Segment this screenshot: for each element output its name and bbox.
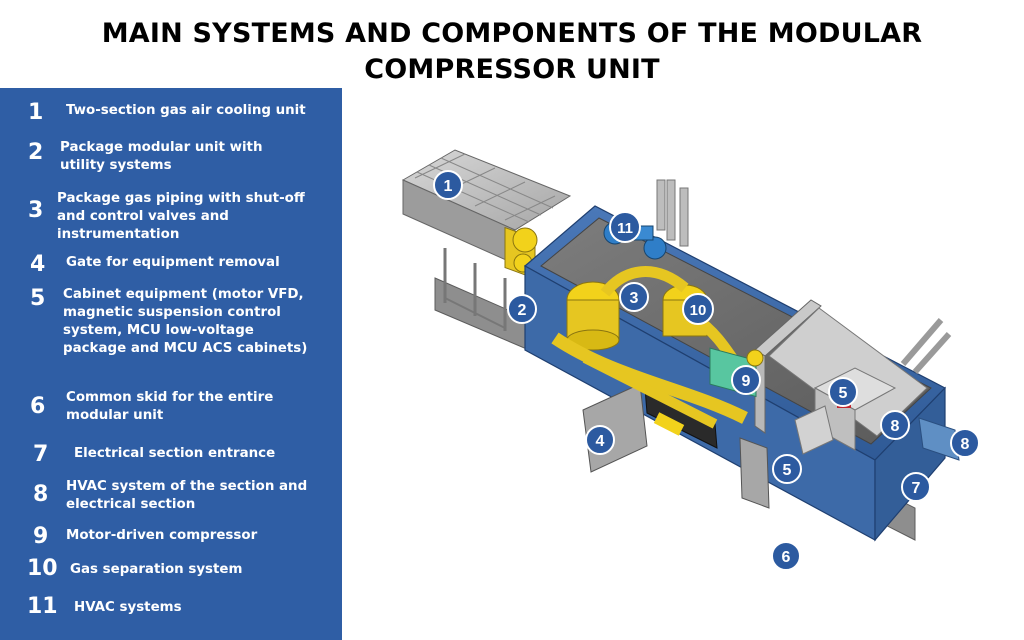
marker-label: 10 <box>690 302 707 319</box>
legend-text: Electrical section entrance <box>74 445 275 463</box>
legend-number: 10 <box>27 556 58 581</box>
legend-number: 6 <box>30 394 46 419</box>
legend-line: Cabinet equipment (motor VFD, <box>63 287 304 302</box>
legend-line: Package modular unit with <box>60 140 263 155</box>
marker-label: 8 <box>891 418 900 435</box>
title-line-1: MAIN SYSTEMS AND COMPONENTS OF THE MODUL… <box>101 18 923 49</box>
legend-number: 1 <box>28 100 44 125</box>
legend-text: Package gas piping with shut-off and con… <box>57 190 305 244</box>
marker-10: 10 <box>682 293 714 325</box>
marker-label: 3 <box>630 290 639 307</box>
legend-line: modular unit <box>66 408 164 423</box>
legend-text: Common skid for the entire modular unit <box>66 389 273 425</box>
legend-number: 11 <box>27 594 58 619</box>
legend-line: Two-section gas air cooling unit <box>66 103 306 118</box>
legend-text: Cabinet equipment (motor VFD, magnetic s… <box>63 286 307 358</box>
legend-line: system, MCU low-voltage <box>63 323 254 338</box>
legend-line: electrical section <box>66 497 196 512</box>
marker-label: 8 <box>961 436 970 453</box>
legend-line: magnetic suspension control <box>63 305 281 320</box>
marker-4: 4 <box>585 425 615 455</box>
title-line-2: COMPRESSOR UNIT <box>364 54 660 85</box>
page-title: MAIN SYSTEMS AND COMPONENTS OF THE MODUL… <box>40 16 984 88</box>
legend-line: Gate for equipment removal <box>66 255 280 270</box>
marker-8-cabinet: 8 <box>880 410 910 440</box>
legend-panel: 1 Two-section gas air cooling unit 2 Pac… <box>0 88 342 640</box>
legend-number: 3 <box>28 198 44 223</box>
legend-text: HVAC systems <box>74 599 182 617</box>
marker-8-outside: 8 <box>950 428 980 458</box>
legend-text: Two-section gas air cooling unit <box>66 102 306 120</box>
legend-line: instrumentation <box>57 227 180 242</box>
legend-line: HVAC system of the section and <box>66 479 308 494</box>
legend-line: Electrical section entrance <box>74 446 276 461</box>
marker-label: 4 <box>596 433 605 450</box>
legend-text: Motor-driven compressor <box>66 527 257 545</box>
marker-label: 7 <box>912 480 921 497</box>
legend-line: Gas separation system <box>70 562 243 577</box>
legend-text: HVAC system of the section and electrica… <box>66 478 307 514</box>
legend-line: Common skid for the entire <box>66 390 274 405</box>
marker-6: 6 <box>771 541 801 571</box>
legend-text: Gas separation system <box>70 561 242 579</box>
legend-line: Motor-driven compressor <box>66 528 258 543</box>
marker-label: 11 <box>617 220 633 237</box>
legend-number: 8 <box>33 482 49 507</box>
legend-number: 9 <box>33 524 49 549</box>
marker-7: 7 <box>901 472 931 502</box>
marker-label: 5 <box>783 462 792 479</box>
marker-label: 5 <box>839 385 848 402</box>
legend-number: 5 <box>30 286 46 311</box>
legend-number: 4 <box>30 252 46 277</box>
legend-text: Package modular unit with utility system… <box>60 139 262 175</box>
legend-line: utility systems <box>60 158 172 173</box>
marker-5-upper: 5 <box>828 377 858 407</box>
marker-3: 3 <box>619 282 649 312</box>
marker-1: 1 <box>433 170 463 200</box>
legend-text: Gate for equipment removal <box>66 254 280 272</box>
marker-label: 1 <box>444 178 453 195</box>
marker-5-lower: 5 <box>772 454 802 484</box>
legend-line: package and MCU ACS cabinets) <box>63 341 308 356</box>
marker-label: 6 <box>782 549 791 566</box>
compressor-unit-diagram: 1 2 3 4 5 5 6 7 8 8 9 10 <box>401 149 980 571</box>
marker-9: 9 <box>731 365 761 395</box>
marker-label: 9 <box>742 373 751 390</box>
exhaust-pipes <box>656 179 952 375</box>
marker-label: 2 <box>518 302 527 319</box>
legend-number: 2 <box>28 140 44 165</box>
marker-11: 11 <box>609 211 641 243</box>
legend-line: HVAC systems <box>74 600 182 615</box>
marker-2: 2 <box>507 294 537 324</box>
legend-line: and control valves and <box>57 209 229 224</box>
legend-line: Package gas piping with shut-off <box>57 191 305 206</box>
legend-number: 7 <box>33 442 49 467</box>
